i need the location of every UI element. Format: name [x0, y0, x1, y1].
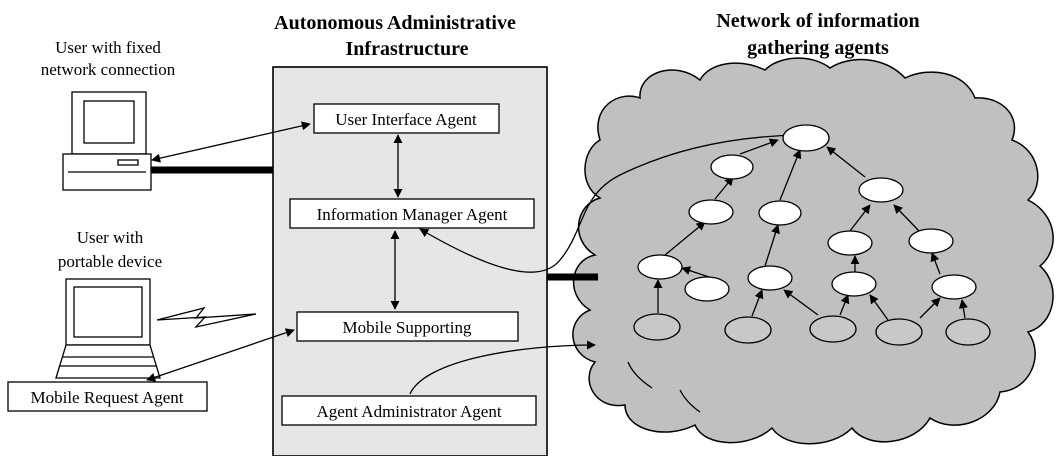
network-source-node — [875, 318, 923, 346]
mobile-request-to-mobile-supporting-arrow — [146, 328, 295, 382]
network-source-node — [724, 316, 772, 344]
network-node — [827, 230, 873, 256]
network-edge — [764, 224, 780, 267]
network-edge — [839, 294, 850, 316]
administrator-to-network-arrow — [409, 340, 596, 395]
portable-user-caption-line2: portable device — [58, 252, 162, 271]
network-node — [908, 228, 954, 254]
mobile-supporting-agent-box: Mobile Supporting — [296, 311, 519, 342]
information-network-cloud — [572, 57, 1054, 445]
network-edge — [783, 289, 819, 316]
network-node — [637, 254, 683, 280]
network-source-node — [945, 318, 991, 346]
information-manager-agent-box: Information Manager Agent — [289, 198, 535, 229]
network-edge — [849, 204, 871, 232]
cloud-inner-lobe — [679, 389, 701, 413]
network-edge — [751, 289, 764, 317]
network-edge — [664, 221, 706, 256]
network-edge — [779, 149, 802, 201]
network-node — [858, 177, 904, 203]
fixed-user-caption-line1: User with fixed — [55, 38, 161, 57]
portable-user-caption-line1: User with — [77, 228, 144, 247]
network-source-node — [633, 313, 681, 341]
network-source-node — [809, 315, 857, 343]
network-edge — [826, 146, 866, 178]
infrastructure-title-line1: Autonomous Administrative — [274, 12, 516, 34]
desktop-to-ui-agent-arrow — [151, 121, 311, 163]
network-node — [747, 265, 793, 291]
network-title-line1: Network of information — [716, 10, 919, 32]
user-interface-agent-label: User Interface Agent — [335, 110, 477, 129]
fixed-user-caption-line2: network connection — [41, 60, 176, 79]
network-node — [684, 276, 730, 302]
network-nodes-active — [637, 124, 977, 302]
network-edge — [869, 294, 889, 321]
cloud-inner-lobe — [627, 361, 653, 389]
network-node — [931, 274, 977, 300]
info-manager-to-network-arrow — [419, 130, 802, 273]
network-nodes-source — [633, 313, 991, 346]
information-manager-agent-label: Information Manager Agent — [317, 205, 508, 224]
network-edge — [958, 299, 968, 319]
network-node — [710, 154, 754, 180]
network-node — [782, 124, 830, 152]
network-title-line2: gathering agents — [747, 37, 889, 59]
mobile-request-agent-label: Mobile Request Agent — [31, 388, 184, 407]
user-interface-agent-box: User Interface Agent — [313, 103, 500, 134]
network-edge — [919, 297, 941, 319]
network-edges — [653, 138, 968, 321]
network-edge — [681, 266, 713, 279]
network-edge — [714, 176, 734, 200]
laptop-icon — [55, 278, 161, 379]
network-node — [758, 200, 802, 226]
desktop-computer-icon — [62, 91, 152, 191]
network-edge — [893, 204, 921, 233]
agent-administrator-label: Agent Administrator Agent — [316, 402, 501, 421]
infrastructure-title-line2: Infrastructure — [346, 38, 469, 60]
network-node — [688, 199, 734, 225]
network-edge — [739, 138, 779, 155]
network-edge — [930, 252, 941, 275]
network-node — [831, 271, 877, 297]
mobile-request-agent-box: Mobile Request Agent — [7, 381, 208, 412]
agent-administrator-agent-box: Agent Administrator Agent — [281, 395, 537, 426]
mobile-supporting-label: Mobile Supporting — [343, 318, 472, 337]
wireless-signal-icon — [156, 306, 257, 329]
